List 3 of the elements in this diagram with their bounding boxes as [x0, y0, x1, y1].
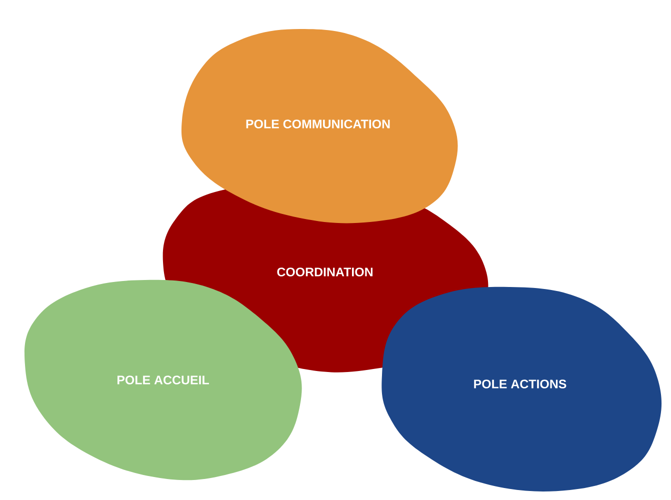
blob: POLE ACCUEIL — [24, 280, 302, 480]
blob: POLE ACTIONS — [382, 286, 662, 492]
blob: POLE COMMUNICATION — [181, 29, 458, 224]
